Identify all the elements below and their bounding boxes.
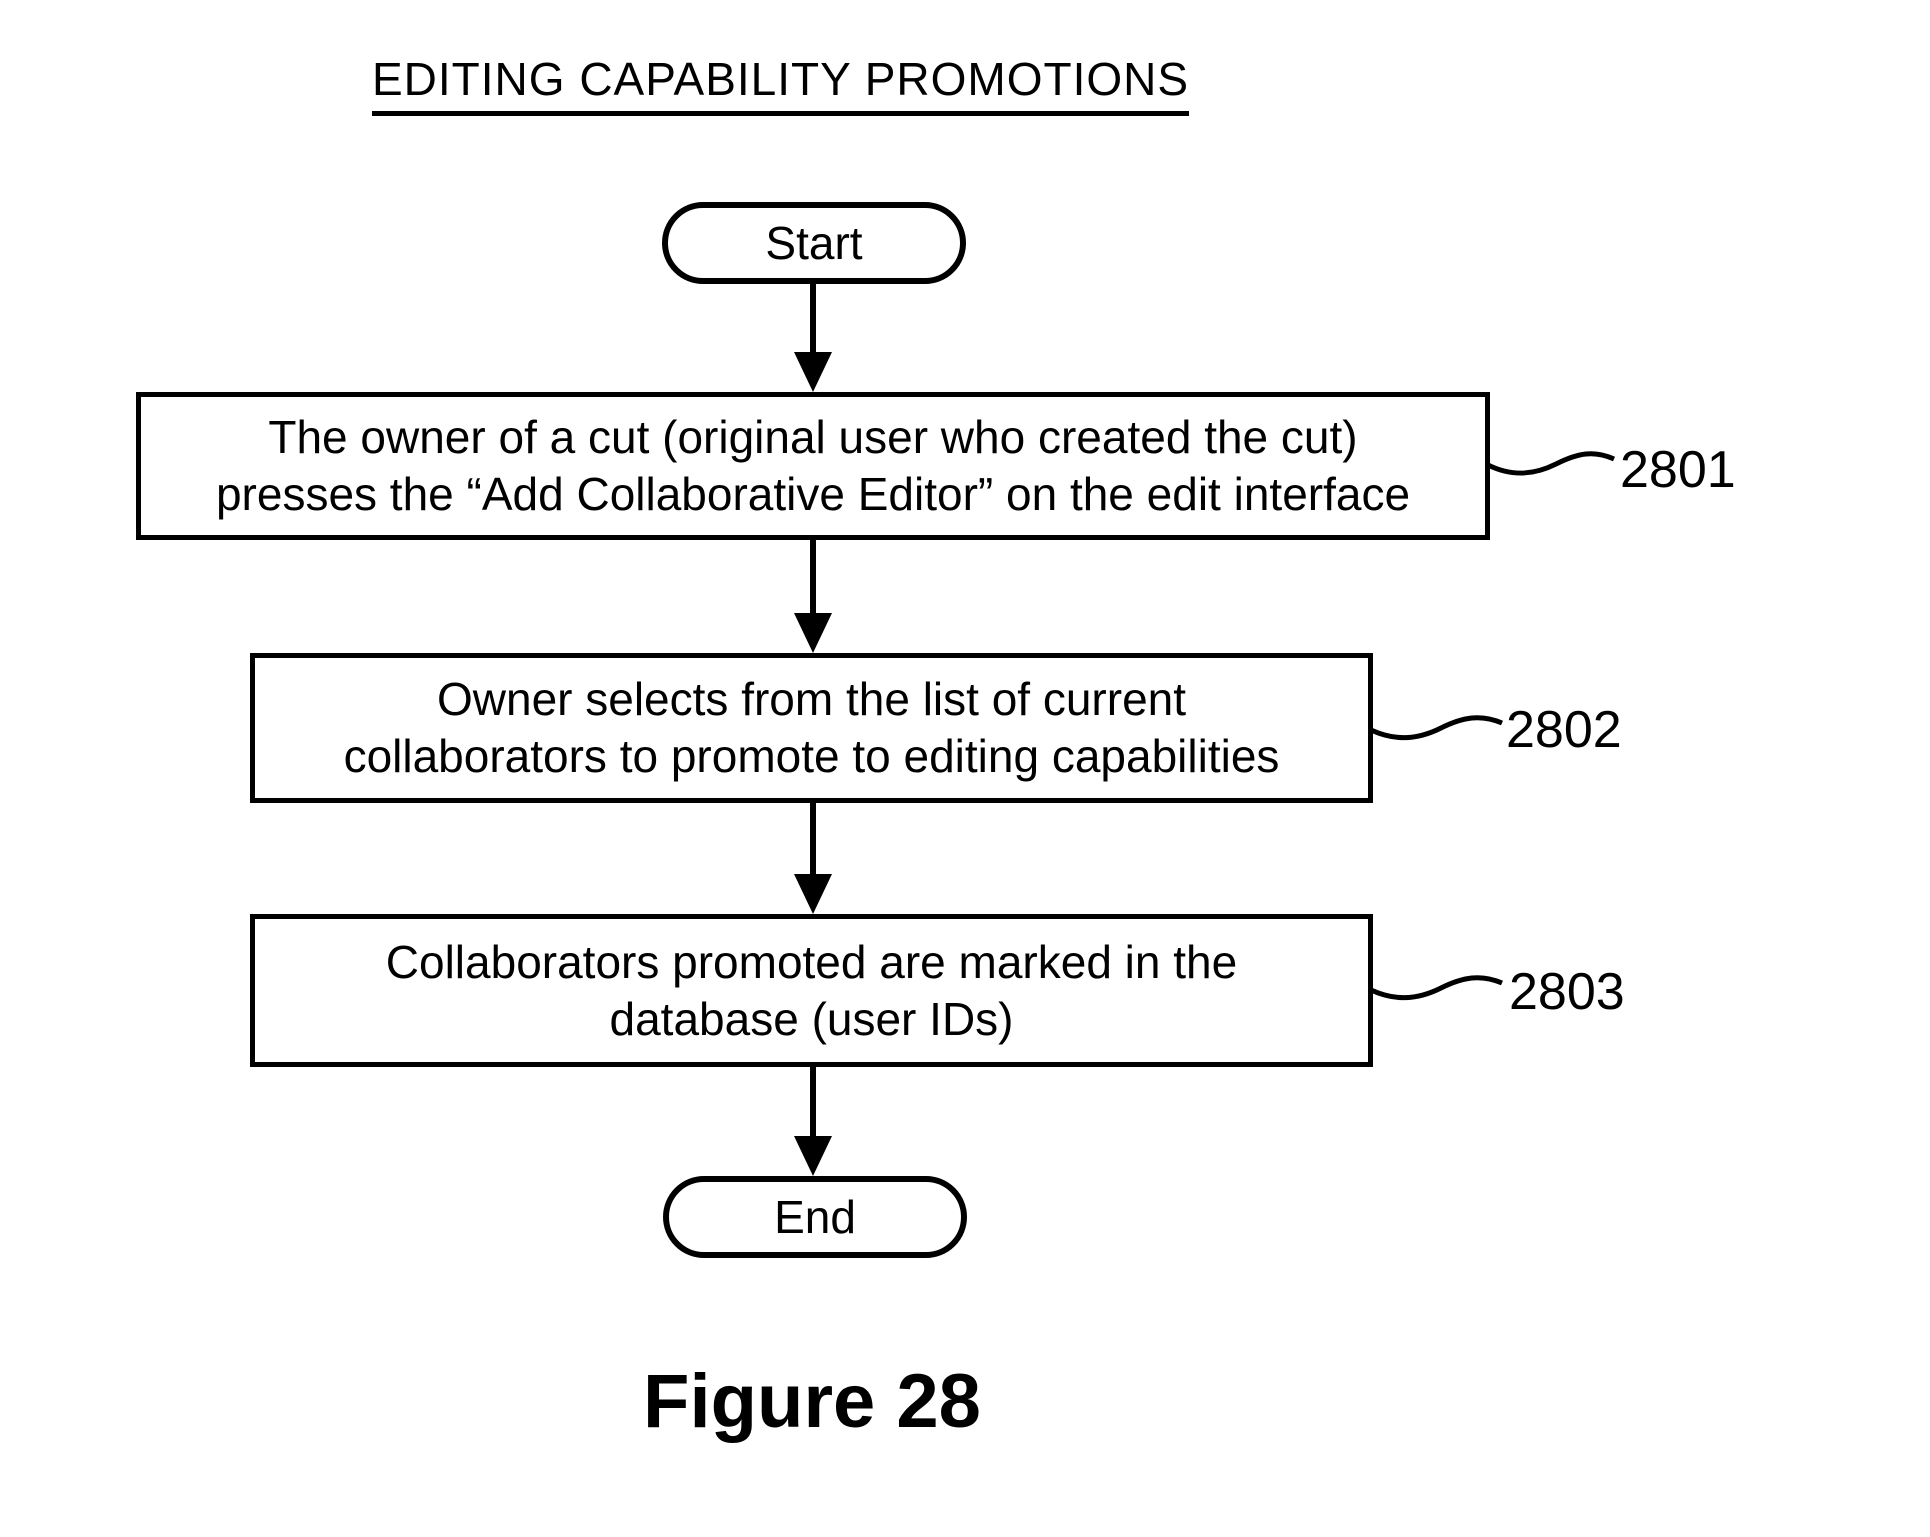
process-box-text-line: The owner of a cut (original user who cr… bbox=[268, 411, 1358, 463]
process-box-text-line: database (user IDs) bbox=[609, 992, 1014, 1045]
ref-label-step1: 2801 bbox=[1620, 441, 1736, 499]
arrow-stem bbox=[810, 540, 816, 613]
process-box-text-line: Collaborators promoted are marked in the bbox=[385, 935, 1238, 988]
end-terminal: End bbox=[663, 1176, 967, 1258]
page-title: EDITING CAPABILITY PROMOTIONS bbox=[372, 52, 1190, 116]
arrow-head-icon bbox=[794, 874, 832, 914]
arrow-head-icon bbox=[794, 613, 832, 653]
ref-leader-squiggle bbox=[1371, 705, 1508, 749]
arrow-stem bbox=[810, 803, 816, 874]
start-terminal: Start bbox=[662, 202, 966, 284]
process-box-step1: The owner of a cut (original user who cr… bbox=[136, 392, 1490, 540]
ref-label-step2: 2802 bbox=[1506, 701, 1622, 759]
process-box-text-line: presses the “Add Collaborative Editor” o… bbox=[215, 468, 1411, 520]
flow-arrow-step2-to-step3 bbox=[791, 803, 835, 914]
start-terminal-label: Start bbox=[765, 217, 863, 269]
process-box-step2: Owner selects from the list of current c… bbox=[250, 653, 1373, 803]
flow-arrow-step1-to-step2 bbox=[791, 540, 835, 653]
end-terminal-label: End bbox=[774, 1191, 856, 1243]
figure-caption: Figure 28 bbox=[643, 1359, 981, 1444]
process-box-text-line: Owner selects from the list of current bbox=[436, 673, 1187, 725]
flow-arrow-start-to-step1 bbox=[791, 280, 835, 392]
arrow-head-icon bbox=[794, 352, 832, 392]
arrow-stem bbox=[810, 280, 816, 352]
ref-leader-squiggle bbox=[1488, 442, 1620, 486]
ref-label-step3: 2803 bbox=[1509, 963, 1625, 1021]
ref-leader-squiggle bbox=[1371, 965, 1508, 1009]
arrow-head-icon bbox=[794, 1136, 832, 1176]
process-box-step3: Collaborators promoted are marked in the… bbox=[250, 914, 1373, 1067]
process-box-text-line: collaborators to promote to editing capa… bbox=[343, 730, 1280, 782]
flow-arrow-step3-to-end bbox=[791, 1067, 835, 1176]
arrow-stem bbox=[810, 1067, 816, 1136]
